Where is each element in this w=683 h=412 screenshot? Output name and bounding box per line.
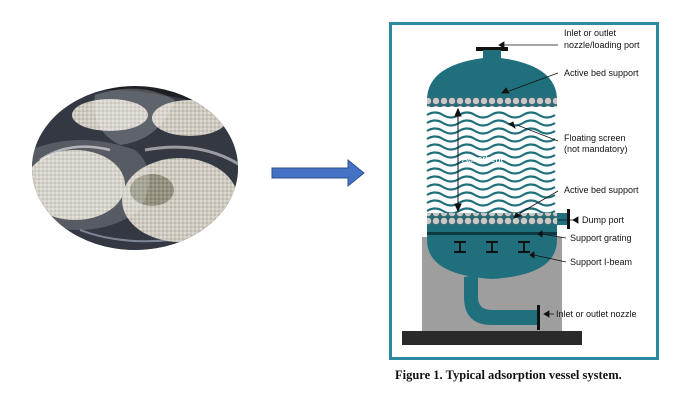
top-nozzle <box>483 50 501 60</box>
outlet-flange <box>537 305 540 330</box>
label-inlet-bottom: Inlet or outlet nozzle <box>556 309 637 319</box>
label-inlet-top-2: nozzle/loading port <box>564 40 640 50</box>
figure-frame: Adsorbent Inlet or outlet nozzle/loading… <box>389 22 659 360</box>
label-bed-support-top: Active bed support <box>564 68 639 78</box>
bed-height-arrow <box>454 107 462 213</box>
leader-lines <box>498 41 579 318</box>
adsorption-vessel-diagram: Adsorbent Inlet or outlet nozzle/loading… <box>402 28 640 345</box>
label-support-grating: Support grating <box>570 233 632 243</box>
support-grating <box>427 232 557 235</box>
top-nozzle-flange <box>476 47 508 51</box>
label-dump-port: Dump port <box>582 215 625 225</box>
outlet-pipe <box>464 275 534 325</box>
label-floating-screen-1: Floating screen <box>564 133 626 143</box>
adsorbent-waves <box>426 111 556 215</box>
label-floating-screen-2: (not mandatory) <box>564 144 628 154</box>
adsorbent-photo <box>32 86 238 250</box>
dump-port <box>557 213 567 225</box>
top-ball-layer <box>427 97 557 107</box>
support-ibeams <box>454 241 530 253</box>
dump-port-flange <box>567 209 570 229</box>
base-plate <box>402 331 582 345</box>
label-bed-support-bottom: Active bed support <box>564 185 639 195</box>
label-support-ibeam: Support I-beam <box>570 257 632 267</box>
bottom-ball-layer <box>427 213 557 225</box>
label-inlet-top-1: Inlet or outlet <box>564 28 617 38</box>
adsorbent-label: Adsorbent <box>462 154 504 164</box>
figure-caption: Figure 1. Typical adsorption vessel syst… <box>395 368 622 382</box>
